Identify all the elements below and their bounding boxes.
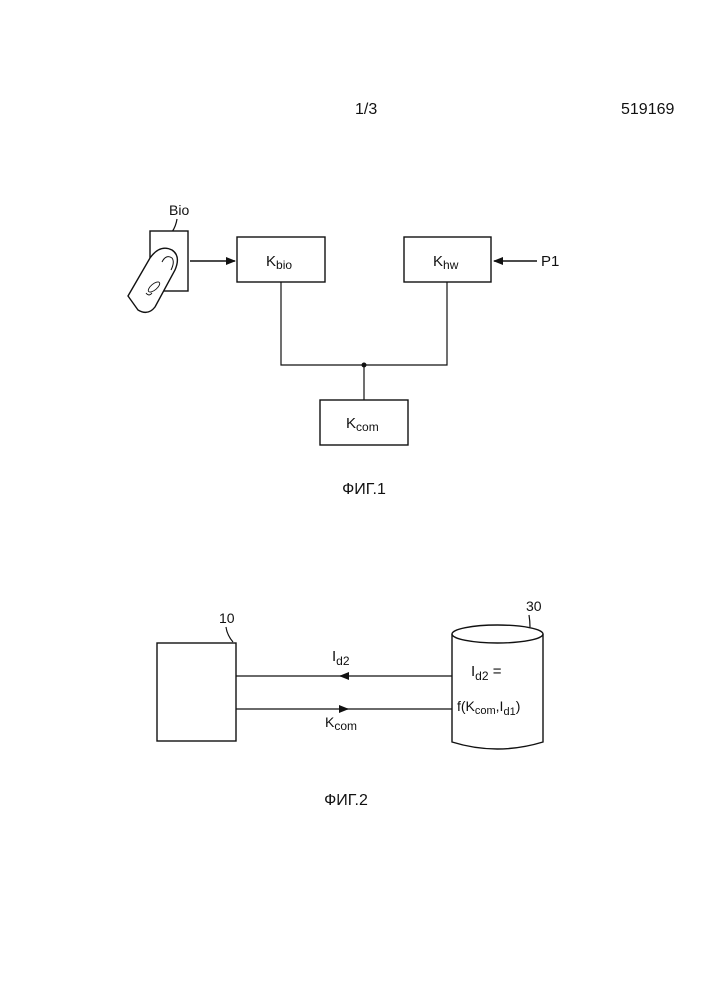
fig2-diagram: 10 30 Id2 = f(Kcom,Id1) Id2 Kcom ФИГ.2: [157, 598, 543, 809]
junction-dot: [362, 363, 367, 368]
device-leader-line: [226, 627, 233, 642]
device-ref-label: 10: [219, 610, 235, 626]
fig1-caption: ФИГ.1: [342, 481, 386, 498]
fingerprint-sensor-icon: [128, 231, 188, 312]
p1-label: P1: [541, 253, 559, 270]
database-cylinder-icon: [452, 625, 543, 749]
id2-arrow-label: Id2: [332, 648, 350, 668]
key-combine-connector: [281, 282, 447, 365]
database-ref-label: 30: [526, 598, 542, 614]
bio-label: Bio: [169, 202, 189, 218]
device-box: [157, 643, 236, 741]
kcom-arrow-label: Kcom: [325, 714, 357, 733]
fig1-diagram: Bio Kbio Khw P1 Kcom: [128, 202, 559, 498]
database-leader-line: [529, 615, 530, 627]
fig2-caption: ФИГ.2: [324, 792, 368, 809]
bio-leader-line: [172, 219, 177, 232]
